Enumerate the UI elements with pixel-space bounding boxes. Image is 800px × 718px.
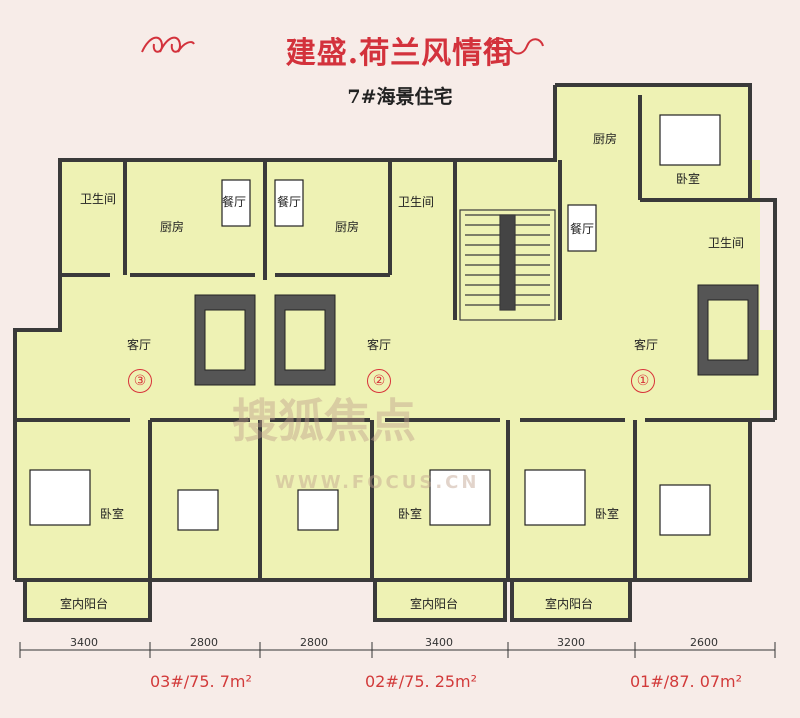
room-label-dining-2: 餐厅 (277, 195, 302, 209)
room-label-bedroom-1a: 卧室 (595, 507, 620, 521)
area-label-unit-2: 02#/75. 25m² (365, 672, 478, 691)
room-label-kitchen-3: 厨房 (160, 220, 185, 234)
walls (13, 83, 777, 622)
right-swirl-ornament (486, 37, 544, 56)
watermark-logo-text: 搜狐焦点 (232, 394, 416, 448)
unit-marker-1: ① (631, 369, 655, 393)
room-label-dining-1: 餐厅 (570, 222, 595, 236)
sofa-sets (194, 284, 759, 386)
floor-areas (15, 85, 775, 620)
unit-marker-2: ② (367, 369, 391, 393)
room-label-bedroom-3: 卧室 (100, 507, 125, 521)
dimension-label: 3200 (557, 636, 585, 649)
room-label-kitchen-2: 厨房 (335, 220, 360, 234)
page-title: 建盛.荷兰风情街 (285, 36, 515, 71)
room-label-bathroom-2: 卫生间 (398, 195, 435, 209)
room-label-kitchen-1: 厨房 (593, 132, 618, 146)
dimension-label: 2800 (300, 636, 328, 649)
room-label-balcony-1: 室内阳台 (545, 597, 594, 611)
area-label-unit-1: 01#/87. 07m² (630, 672, 743, 691)
dimension-label: 3400 (70, 636, 98, 649)
room-label-balcony-2: 室内阳台 (410, 597, 459, 611)
dimension-label: 2600 (690, 636, 718, 649)
stairwell (459, 209, 556, 321)
room-label-living-1: 客厅 (634, 338, 659, 352)
room-label-bedroom-2: 卧室 (398, 507, 423, 521)
room-label-bathroom-3: 卫生间 (80, 192, 117, 206)
left-swirl-ornament (141, 36, 195, 53)
dining-tables (221, 179, 597, 252)
dimension-label: 3400 (425, 636, 453, 649)
room-label-balcony-3: 室内阳台 (60, 597, 109, 611)
room-label-living-2: 客厅 (367, 338, 392, 352)
room-label-dining-3: 餐厅 (222, 195, 247, 209)
unit-marker-3: ③ (128, 369, 152, 393)
room-label-bedroom-1-top: 卧室 (676, 172, 701, 186)
room-label-living-3: 客厅 (127, 338, 152, 352)
room-label-bathroom-1: 卫生间 (708, 236, 745, 250)
area-label-unit-3: 03#/75. 7m² (150, 672, 252, 691)
watermark-url: WWW.FOCUS.CN (275, 472, 480, 493)
dimension-label: 2800 (190, 636, 218, 649)
beds (29, 114, 721, 536)
page-subtitle: 7#海景住宅 (347, 86, 453, 108)
